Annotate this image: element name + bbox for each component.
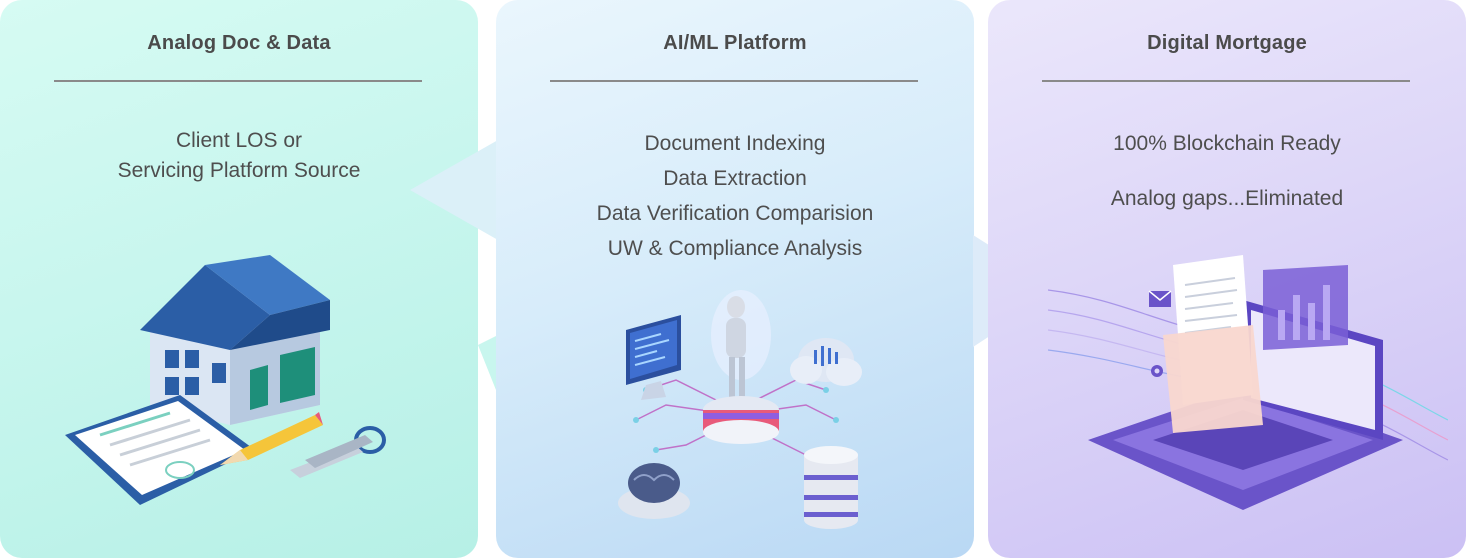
gear-icon <box>1151 365 1163 377</box>
divider <box>54 80 422 82</box>
flow-arrow <box>410 140 498 395</box>
panel-description: 100% Blockchain Ready Analog gaps...Elim… <box>988 126 1466 216</box>
email-icon <box>1148 290 1172 307</box>
desc-line: Analog gaps...Eliminated <box>1110 187 1344 210</box>
panel-description: Document Indexing Data Extraction Data V… <box>496 126 974 266</box>
panel-aiml: AI/ML Platform Document Indexing Data Ex… <box>496 0 974 558</box>
panel-title: Analog Doc & Data <box>147 32 331 54</box>
desc-line: 100% Blockchain Ready <box>1113 132 1341 155</box>
desc-line: Document Indexing <box>644 132 826 155</box>
house-icon <box>140 255 330 425</box>
pencil-icon <box>220 412 323 465</box>
desc-line: UW & Compliance Analysis <box>607 237 863 260</box>
desc-line: Data Verification Comparision <box>596 202 874 225</box>
divider <box>550 80 918 82</box>
chart-icon <box>1263 265 1348 350</box>
robot-icon <box>703 290 779 444</box>
desc-line: Data Extraction <box>663 167 807 190</box>
divider <box>1042 80 1410 82</box>
desc-line: Servicing Platform Source <box>117 159 361 182</box>
desc-line: Client LOS or <box>175 129 303 152</box>
database-icon <box>804 446 858 529</box>
monitor-icon <box>626 315 681 400</box>
clipboard-icon <box>65 395 255 505</box>
brain-icon <box>618 463 690 519</box>
panel-title: Digital Mortgage <box>1147 32 1307 54</box>
document-icon <box>1163 255 1263 433</box>
panel-digital: Digital Mortgage 100% Blockchain Ready A… <box>988 0 1466 558</box>
panel-description: Client LOS or Servicing Platform Source <box>0 126 478 186</box>
cloud-icon <box>790 338 862 386</box>
panel-analog: Analog Doc & Data Client LOS or Servicin… <box>0 0 478 558</box>
keys-icon <box>290 426 386 478</box>
panel-title: AI/ML Platform <box>663 32 807 54</box>
